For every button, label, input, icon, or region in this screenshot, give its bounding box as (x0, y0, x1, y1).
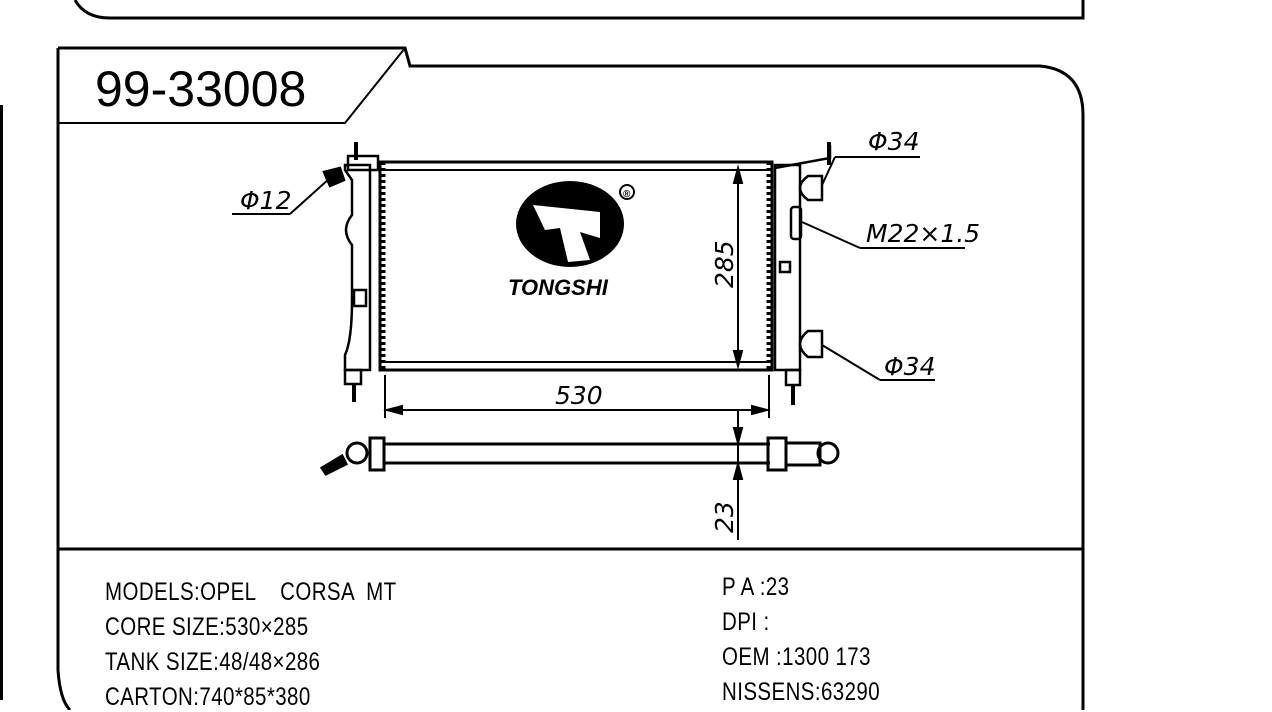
thickness-label: 23 (710, 501, 739, 533)
card-border (58, 46, 1085, 710)
svg-text:®: ® (623, 189, 631, 200)
inlet-left-label: Φ12 (240, 186, 292, 215)
thread-label: M22×1.5 (866, 219, 980, 248)
left-tank (322, 142, 380, 402)
spec-nissens: NISSENS:63290 (722, 678, 881, 706)
side-view (319, 436, 840, 476)
outlet-bottom-label: Φ34 (884, 352, 936, 381)
spec-oem: OEM :1300 173 (722, 643, 871, 671)
spec-carton: CARTON:740*85*380 (105, 683, 311, 711)
dimension-lines (232, 156, 965, 540)
spec-models: MODELS:OPEL CORSA MT (105, 578, 397, 606)
title-tab (58, 47, 406, 124)
radiator-core (378, 160, 774, 372)
outlet-top-label: Φ34 (868, 127, 920, 156)
width-label: 530 (555, 381, 603, 410)
part-number: 99-33008 (95, 61, 306, 117)
spec-core-size: CORE SIZE:530×285 (105, 613, 309, 641)
height-label: 285 (710, 240, 739, 288)
spec-dpi: DPI : (722, 608, 770, 636)
spec-tank-size: TANK SIZE:48/48×286 (105, 648, 321, 676)
svg-text:TONGSHI: TONGSHI (508, 275, 609, 300)
tongshi-logo: ® TONGSHI (508, 181, 635, 300)
previous-card-border (73, 0, 1085, 20)
right-tank (773, 142, 832, 405)
spec-pa: P A :23 (722, 573, 790, 601)
